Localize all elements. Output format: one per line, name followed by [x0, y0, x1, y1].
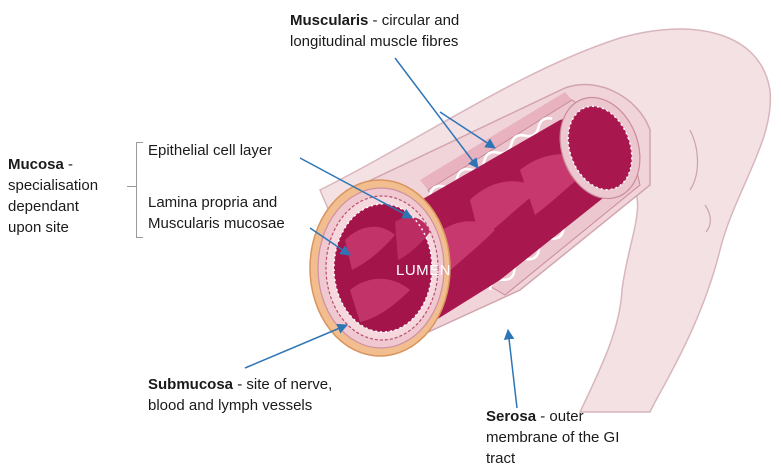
- submucosa-label: Submucosa - site of nerve, blood and lym…: [148, 374, 332, 416]
- epithelial-label: Epithelial cell layer: [148, 140, 272, 161]
- lamina-label: Lamina propria and Muscularis mucosae: [148, 192, 285, 234]
- mucosa-bracket-tick: [127, 186, 136, 187]
- muscularis-line1: circular and: [382, 12, 460, 29]
- submucosa-line2: blood and lymph vessels: [148, 397, 312, 414]
- submucosa-sep: -: [233, 376, 246, 393]
- mucosa-line4: upon site: [8, 219, 69, 236]
- submucosa-title: Submucosa: [148, 376, 233, 393]
- lamina-line2: Muscularis mucosae: [148, 215, 285, 232]
- serosa-arrow: [508, 330, 517, 408]
- submucosa-arrow: [245, 325, 347, 368]
- submucosa-line1: site of nerve,: [246, 376, 332, 393]
- muscularis-title: Muscularis: [290, 12, 368, 29]
- mucosa-title: Mucosa: [8, 156, 64, 173]
- muscularis-sep: -: [368, 12, 381, 29]
- serosa-line1: outer: [549, 408, 583, 425]
- mucosa-line3: dependant: [8, 198, 79, 215]
- serosa-line3: tract: [486, 450, 515, 467]
- serosa-line2: membrane of the GI: [486, 429, 619, 446]
- serosa-title: Serosa: [486, 408, 536, 425]
- mucosa-label: Mucosa - specialisation dependant upon s…: [8, 154, 98, 238]
- muscularis-line2: longitudinal muscle fibres: [290, 33, 458, 50]
- mucosa-bracket: [136, 142, 143, 238]
- mucosa-sep: -: [64, 156, 73, 173]
- serosa-label: Serosa - outer membrane of the GI tract: [486, 406, 619, 469]
- mucosa-line2: specialisation: [8, 177, 98, 194]
- lumen-label: LUMEN: [396, 262, 451, 279]
- lamina-line1: Lamina propria and: [148, 194, 277, 211]
- muscularis-label: Muscularis - circular and longitudinal m…: [290, 10, 459, 52]
- serosa-sep: -: [536, 408, 549, 425]
